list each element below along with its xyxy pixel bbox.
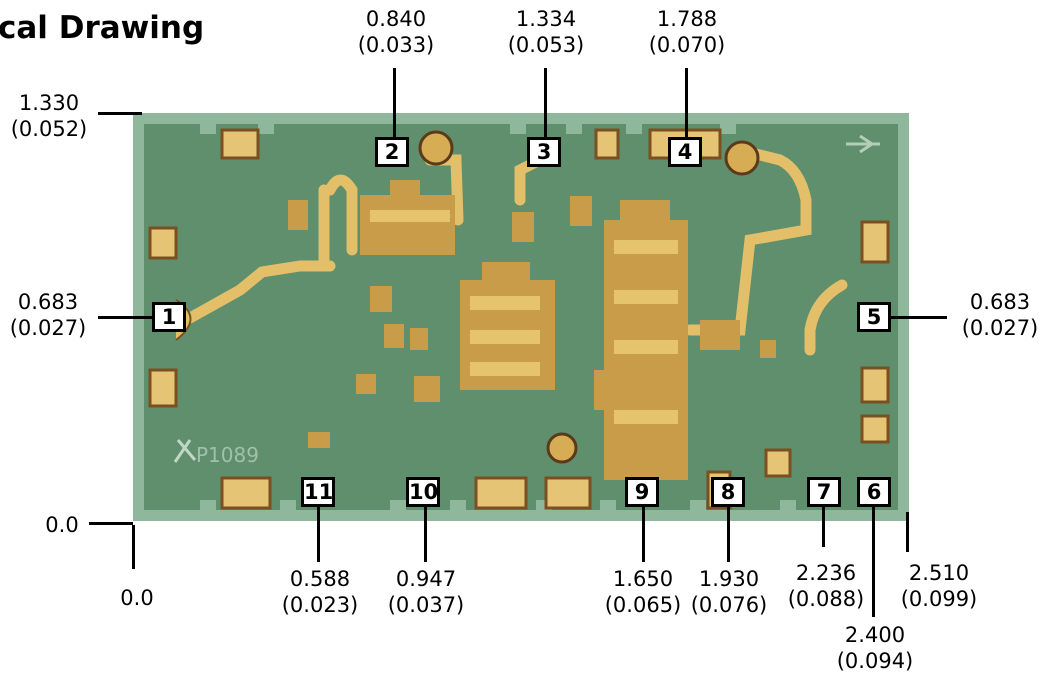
dim-label-pin-5: 0.683(0.027) bbox=[961, 290, 1039, 340]
pin-5: 5 bbox=[857, 302, 891, 332]
dim-line-pin-9 bbox=[642, 507, 645, 562]
dim-label-pin-8: 1.930(0.076) bbox=[690, 567, 768, 617]
origin-x-label: 0.0 bbox=[120, 586, 154, 610]
pin-7: 7 bbox=[807, 477, 841, 507]
dim-line-pin-7 bbox=[822, 507, 825, 547]
dim-line-pin-5 bbox=[891, 316, 947, 319]
drawing-title: cal Drawing bbox=[0, 10, 205, 46]
dim-label-pin-9: 1.650(0.065) bbox=[604, 567, 682, 617]
pin-2: 2 bbox=[375, 137, 409, 167]
dim-line-pin-10 bbox=[424, 507, 427, 562]
pin-8: 8 bbox=[711, 477, 745, 507]
pin-10: 10 bbox=[406, 477, 440, 507]
dim-line-pin-8 bbox=[727, 507, 730, 562]
dim-line-pin-3 bbox=[544, 68, 547, 138]
dim-label-pin-4: 1.788(0.070) bbox=[648, 7, 726, 57]
dim-line-pin-4 bbox=[685, 68, 688, 138]
dim-label-pin-10: 0.947(0.037) bbox=[387, 567, 465, 617]
dim-label-pin-6: 2.400(0.094) bbox=[836, 623, 914, 673]
dim-label-top-edge: 1.330(0.052) bbox=[10, 91, 88, 141]
origin-y-label: 0.0 bbox=[45, 513, 79, 537]
dim-label-right-edge: 2.510(0.099) bbox=[900, 561, 978, 611]
dim-label-pin-3: 1.334(0.053) bbox=[507, 7, 585, 57]
pin-4: 4 bbox=[668, 137, 702, 167]
dim-line-top-edge bbox=[98, 112, 142, 115]
dim-line-origin-x bbox=[132, 525, 135, 569]
dim-line-pin-2 bbox=[393, 68, 396, 138]
pin-3: 3 bbox=[527, 137, 561, 167]
dim-label-pin-2: 0.840(0.033) bbox=[357, 7, 435, 57]
dim-line-origin-y bbox=[89, 522, 133, 525]
pin-9: 9 bbox=[625, 477, 659, 507]
dim-line-pin-1 bbox=[98, 316, 152, 319]
dim-label-pin-7: 2.236(0.088) bbox=[787, 561, 865, 611]
dim-line-pin-6 bbox=[872, 507, 875, 617]
dim-line-right-edge bbox=[906, 512, 909, 552]
dim-line-pin-11 bbox=[317, 507, 320, 562]
dim-label-pin-1: 0.683(0.027) bbox=[9, 290, 87, 340]
die-marking: P1089 bbox=[196, 443, 259, 467]
pin-1: 1 bbox=[152, 302, 186, 332]
pin-11: 11 bbox=[301, 477, 335, 507]
dim-label-pin-11: 0.588(0.023) bbox=[281, 567, 359, 617]
pin-6: 6 bbox=[857, 477, 891, 507]
